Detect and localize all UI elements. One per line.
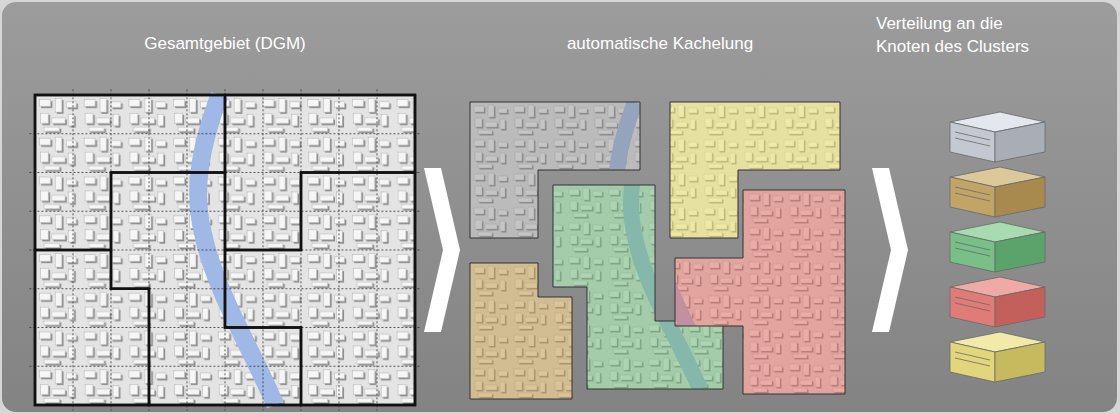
art-path [955, 297, 990, 311]
art-path [955, 352, 990, 366]
art-g [950, 167, 1045, 217]
art-polygon [995, 232, 1045, 272]
tile-set [470, 102, 845, 399]
heading-label: Gesamtgebiet (DGM) [35, 32, 415, 55]
chevron-arrow [872, 168, 908, 332]
art-g [29, 89, 420, 410]
art-polygon [675, 190, 845, 394]
art-path [955, 242, 990, 256]
art-g [950, 222, 1045, 272]
art-path [955, 187, 990, 201]
chevron-arrow [424, 168, 460, 332]
server-stack [950, 112, 1045, 382]
art-polygon [995, 177, 1045, 217]
art-g [950, 277, 1045, 327]
art-polygon [950, 342, 995, 382]
art-polygon [470, 263, 572, 399]
art-polygon [950, 232, 995, 272]
art-g [505, 122, 845, 394]
art-polygon [950, 122, 995, 162]
art-polygon [35, 250, 149, 405]
heading-label: automatische Kachelung [470, 32, 850, 55]
art-use [505, 122, 845, 394]
art-path [955, 132, 990, 146]
art-g [35, 95, 415, 405]
art-polygon [995, 122, 1045, 162]
art-polygon [225, 172, 415, 404]
art-polygon [950, 287, 995, 327]
terrain-map [29, 89, 420, 410]
heading-label: Verteilung an die Knoten des Clusters [876, 12, 1054, 58]
art-polygon [995, 287, 1045, 327]
art-polygon [995, 342, 1045, 382]
art-g [950, 332, 1045, 382]
art-rect [35, 95, 415, 405]
art-polygon [950, 177, 995, 217]
art-g [950, 112, 1045, 162]
